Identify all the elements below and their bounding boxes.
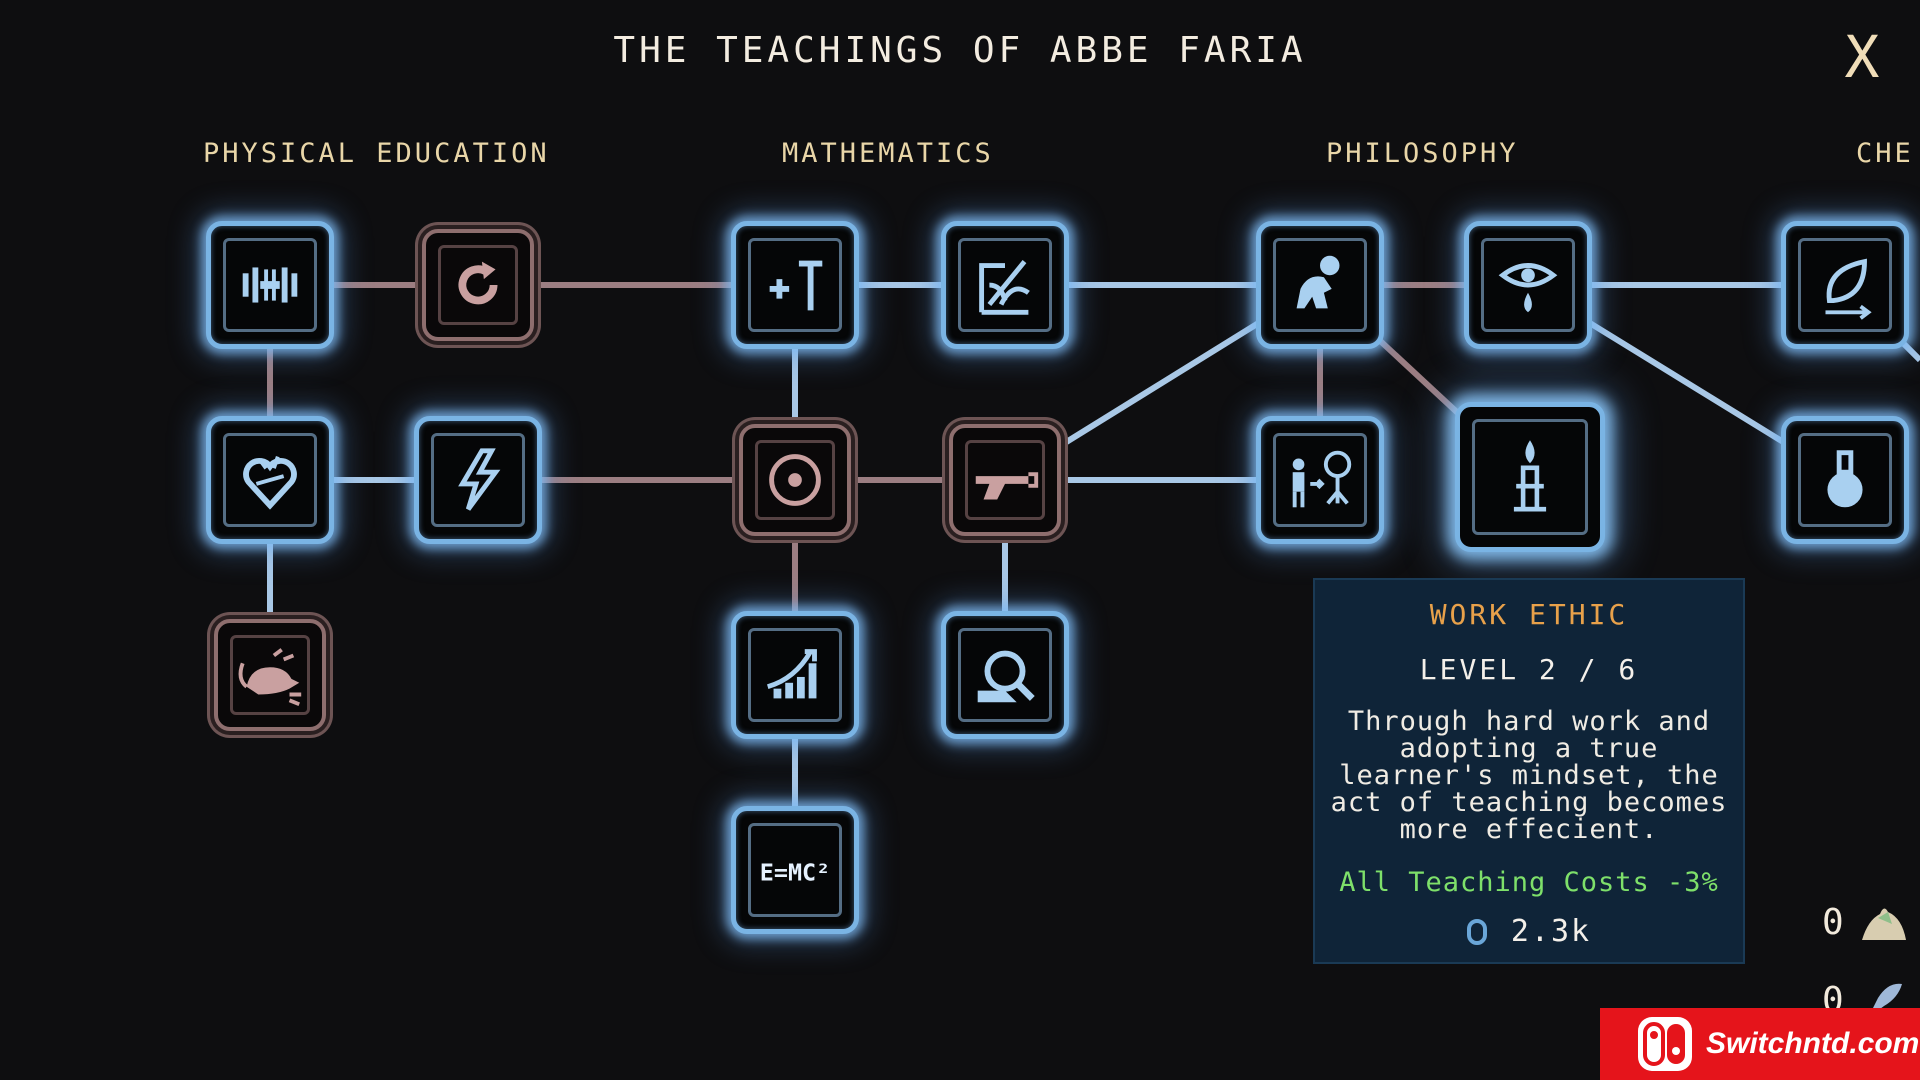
emc2-icon: E=MC² [760, 858, 830, 886]
skill-name: WORK ETHIC [1429, 598, 1629, 631]
candle-icon [1513, 440, 1547, 512]
rat-icon [238, 648, 302, 707]
skill-node-target[interactable] [739, 424, 851, 536]
skill-node-emc2[interactable]: E=MC² [731, 806, 859, 934]
target-icon [769, 454, 821, 506]
category-physical-education: PHYSICAL EDUCATION [203, 138, 550, 169]
skill-node-rat[interactable] [214, 619, 326, 731]
category-chemistry-partial: CHE [1856, 138, 1914, 169]
skill-node-leaf[interactable] [1781, 221, 1909, 349]
magnifier-icon [977, 650, 1035, 703]
eye-tear-icon [1498, 263, 1558, 313]
skill-description: Through hard work and adopting a true le… [1330, 706, 1728, 845]
growth-chart-icon [766, 649, 817, 699]
skill-node-person-tree[interactable] [1256, 416, 1384, 544]
skill-node-dumbbell[interactable] [206, 221, 334, 349]
skill-node-magnifier[interactable] [941, 611, 1069, 739]
person-tree-icon [1292, 450, 1352, 508]
lightning-icon [458, 448, 501, 511]
skill-node-geometry[interactable] [941, 221, 1069, 349]
nintendo-switch-icon [1638, 1017, 1692, 1071]
coin-icon [1466, 918, 1487, 945]
resource-mound: 0 [1822, 900, 1908, 944]
skill-node-growth[interactable] [731, 611, 859, 739]
page-title: THE TEACHINGS OF ABBE FARIA [613, 30, 1307, 71]
skill-node-addition[interactable] [731, 221, 859, 349]
refresh-icon [458, 261, 498, 305]
skill-node-flask[interactable] [1781, 416, 1909, 544]
dumbbell-icon [242, 267, 298, 303]
skill-cost: 2.3k [1315, 914, 1743, 949]
mound-icon [1861, 908, 1906, 940]
skill-effect: All Teaching Costs -3% [1339, 867, 1719, 898]
skill-tooltip: WORK ETHIC LEVEL 2 / 6 Through hard work… [1313, 578, 1745, 964]
category-philosophy: PHILOSOPHY [1326, 138, 1519, 169]
svg-text:E=MC²: E=MC² [760, 858, 830, 886]
addition-icon [769, 260, 823, 311]
skill-node-refresh[interactable] [422, 229, 534, 341]
skill-node-thinker[interactable] [1256, 221, 1384, 349]
skill-cost-value: 2.3k [1510, 914, 1592, 949]
skill-node-eye-tear[interactable] [1464, 221, 1592, 349]
skill-node-work-ethic[interactable] [1455, 402, 1605, 552]
pistol-icon [975, 472, 1039, 500]
skill-node-pistol[interactable] [949, 424, 1061, 536]
resource-mound-value: 0 [1822, 901, 1844, 943]
leaf-icon [1825, 258, 1872, 320]
skill-level: LEVEL 2 / 6 [1419, 653, 1639, 686]
heart-icon [243, 455, 297, 510]
skill-node-heart[interactable] [206, 416, 334, 544]
thinker-icon [1296, 255, 1340, 309]
category-mathematics: MATHEMATICS [782, 138, 994, 169]
watermark: Switchntd.com [1600, 1008, 1920, 1080]
flask-icon [1827, 450, 1863, 508]
close-button[interactable]: X [1844, 23, 1880, 91]
watermark-text: Switchntd.com [1706, 1027, 1920, 1060]
geometry-icon [979, 260, 1030, 315]
skill-node-lightning[interactable] [414, 416, 542, 544]
